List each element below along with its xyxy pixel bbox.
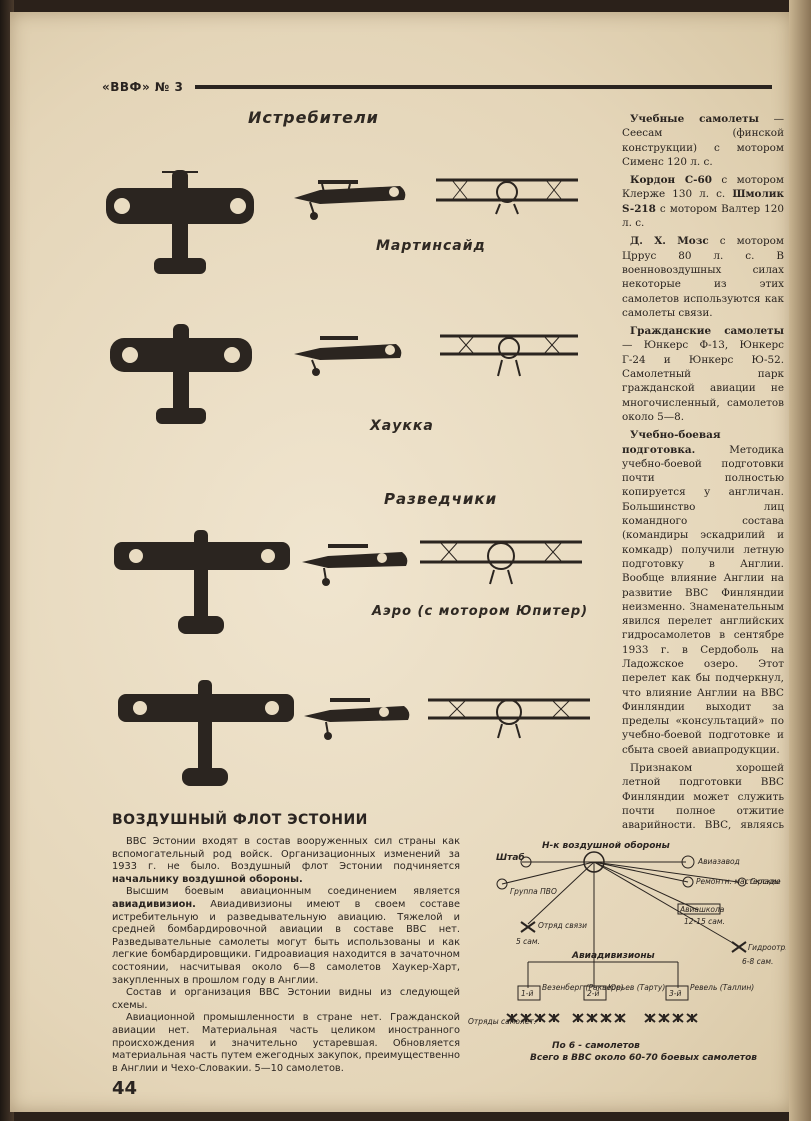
node-academy-label: Авиашкола bbox=[679, 905, 725, 914]
paragraph: Высшим боевым авиационным соединением яв… bbox=[112, 886, 460, 987]
paragraph-text: Авиадивизионы имеют в своем составе истр… bbox=[112, 898, 460, 986]
paragraph: Гражданские самолеты — Юнкерс Ф-13, Юнке… bbox=[622, 324, 784, 424]
node-comm-label: Отряд связи bbox=[538, 921, 587, 930]
division-1-number: 1-й bbox=[521, 989, 533, 998]
paragraph: Д. Х. Мозс с мотором Цррус 80 л. с. В во… bbox=[622, 234, 784, 320]
node-staff-label: Штаб bbox=[496, 852, 525, 863]
paragraph-text: с мотором Цррус 80 л. с. В военновоздушн… bbox=[622, 235, 784, 319]
paragraph: Учебно-боевая подготовка. Методика учебн… bbox=[622, 428, 784, 757]
plane-top-view-icon bbox=[106, 170, 254, 274]
plane-side-view-icon bbox=[304, 698, 410, 740]
paragraph-text: с мотором Клерже 130 л. с. bbox=[622, 174, 784, 201]
plane-front-view-icon bbox=[428, 698, 590, 739]
next-page-edge bbox=[789, 0, 811, 1121]
bold-term: Д. Х. Мозс bbox=[630, 235, 709, 248]
plane-top-view-icon bbox=[110, 324, 252, 424]
unit-icon bbox=[672, 1013, 684, 1023]
unit-icon bbox=[506, 1013, 518, 1023]
diagram-top-label: Н-к воздушной обороны bbox=[542, 840, 670, 851]
bold-term: Шмолик S-218 bbox=[622, 188, 784, 215]
node-aircraft-park-label: Авиазавод bbox=[697, 857, 740, 866]
plane-front-view-icon bbox=[420, 540, 582, 585]
bold-term: Гражданские самолеты bbox=[630, 325, 784, 338]
unit-icon bbox=[644, 1013, 656, 1023]
node-academy-count: 12-15 сам. bbox=[684, 917, 725, 926]
section-title: ВОЗДУШНЫЙ ФЛОТ ЭСТОНИИ bbox=[112, 812, 368, 828]
paragraph-text: Высшим боевым авиационным соединением яв… bbox=[126, 886, 460, 898]
node-pvo-label: Группа ПВО bbox=[510, 887, 557, 896]
plane-front-view-icon bbox=[440, 334, 578, 377]
plane-side-view-icon bbox=[294, 336, 402, 376]
paragraph: Учебные самолеты — Сеесам (финской конст… bbox=[622, 112, 784, 169]
page-number: 44 bbox=[112, 1078, 138, 1099]
caption-martinsyde: Мартинсайд bbox=[376, 238, 486, 254]
paragraph: ВВС Эстонии входят в состав вооруженных … bbox=[112, 836, 460, 886]
caption-fighters: Истребители bbox=[248, 108, 379, 127]
plane-side-view-icon bbox=[302, 544, 408, 586]
paragraph: Кордон С-60 с мотором Клерже 130 л. с. Ш… bbox=[622, 173, 784, 230]
per-unit-label: По 6 - самолетов bbox=[552, 1041, 640, 1051]
left-column-text: ВВС Эстонии входят в состав вооруженных … bbox=[112, 836, 460, 1071]
units-label: Отряды самолет. bbox=[468, 1017, 536, 1026]
bold-term: Учебные самолеты bbox=[630, 113, 759, 125]
unit-icon bbox=[658, 1013, 670, 1023]
bold-term: Кордон С-60 bbox=[630, 174, 712, 187]
paragraph: Авиационной промышленности в стране нет.… bbox=[112, 1012, 460, 1071]
plane-top-view-icon bbox=[114, 530, 290, 634]
caption-hawker: Хаукка bbox=[370, 418, 434, 434]
division-3-label: Ревель (Таллин) bbox=[690, 983, 754, 992]
unit-icon bbox=[686, 1013, 698, 1023]
bold-term: авиадивизион. bbox=[112, 898, 196, 910]
unit-icons bbox=[506, 1013, 698, 1023]
node-hydro-count: 6-8 сам. bbox=[742, 957, 773, 966]
unit-icon bbox=[520, 1013, 532, 1023]
unit-icon bbox=[586, 1013, 598, 1023]
unit-icon bbox=[600, 1013, 612, 1023]
running-header: «ВВФ» № 3 bbox=[102, 78, 772, 96]
node-warehouse-label: Склады bbox=[750, 877, 780, 886]
paragraph-text: — Юнкерс Ф-13, Юнкерс Г-24 и Юнкерс Ю-52… bbox=[622, 339, 784, 423]
unit-icon bbox=[614, 1013, 626, 1023]
division-1-label: Везенберг (Раквере) bbox=[542, 983, 624, 992]
paragraph: Состав и организация ВВС Эстонии видны и… bbox=[112, 987, 460, 1011]
caption-scouts: Разведчики bbox=[384, 490, 498, 508]
plane-top-view-icon bbox=[118, 680, 294, 786]
plane-side-view-icon bbox=[294, 180, 406, 220]
division-2-label: Юрьев (Тарту) bbox=[608, 983, 665, 992]
node-hydro-label: Гидроотр. (Ревель) bbox=[748, 943, 786, 952]
bold-term: начальнику воздушной обороны. bbox=[112, 873, 303, 885]
divisions-label: Авиадивизионы bbox=[571, 951, 655, 961]
paragraph-text: с мотором Валтер 120 л. с. bbox=[622, 202, 784, 230]
header-rule bbox=[195, 85, 772, 89]
node-comm-count: 5 сам. bbox=[516, 937, 540, 946]
right-column-text: Учебные самолеты — Сеесам (финской конст… bbox=[622, 112, 784, 832]
plane-front-view-icon bbox=[436, 178, 578, 215]
division-3-number: 3-й bbox=[669, 989, 681, 998]
org-chart-diagram: Н-к воздушной обороны Штаб Группа ПВО От… bbox=[468, 840, 786, 1063]
paragraph-text: — Сеесам (финской конструкции) с мотором… bbox=[622, 113, 784, 168]
unit-icon bbox=[572, 1013, 584, 1023]
paragraph-text: Методика учебно-боевой подготовки почти … bbox=[622, 443, 784, 756]
bold-term: Учебно-боевая подготовка. bbox=[622, 429, 721, 456]
paragraph: Признаком хорошей летной подготовки ВВС … bbox=[622, 762, 784, 832]
division-2-number: 2-й bbox=[587, 989, 599, 998]
total-label: Всего в ВВС около 60-70 боевых самолетов bbox=[530, 1052, 757, 1063]
header-label: «ВВФ» № 3 bbox=[102, 80, 184, 94]
unit-icon bbox=[534, 1013, 546, 1023]
unit-icon bbox=[548, 1013, 560, 1023]
paragraph-text: ВВС Эстонии входят в состав вооруженных … bbox=[112, 836, 460, 873]
caption-aero: Аэро (с мотором Юпитер) bbox=[372, 604, 589, 619]
